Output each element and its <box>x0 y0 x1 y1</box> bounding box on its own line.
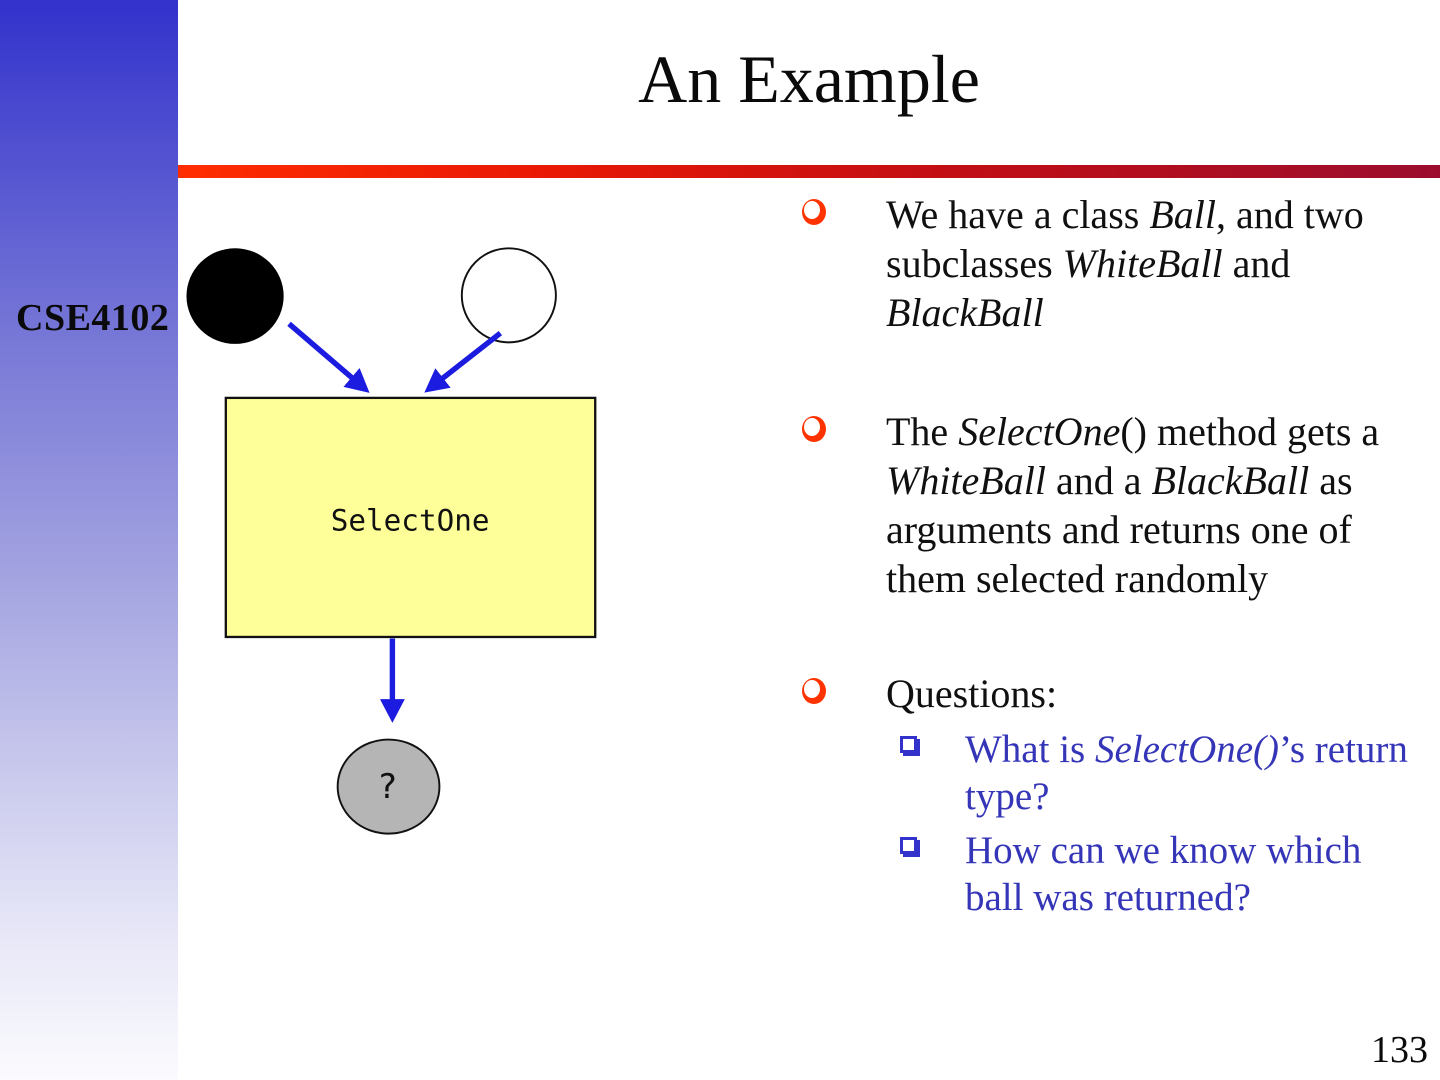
title-divider-bar <box>178 165 1440 178</box>
bullet-text: We have a class Ball, and two subclasses… <box>886 192 1364 335</box>
bullet-text: The SelectOne() method gets a WhiteBall … <box>886 409 1380 601</box>
sidebar-gradient-panel <box>0 0 178 1080</box>
ring-bullet-icon <box>802 416 826 442</box>
select-one-box-label: SelectOne <box>331 504 490 538</box>
slide-title: An Example <box>638 41 980 117</box>
page-number: 133 <box>1371 1029 1428 1071</box>
white-ball-shape <box>460 247 557 344</box>
bullet-item-selectone-method: The SelectOne() method gets a WhiteBall … <box>800 407 1440 603</box>
bullet-icon-col <box>800 190 886 225</box>
sub-bullet-text: What is SelectOne()’s return type? <box>965 728 1408 818</box>
sub-bullet-return-type: What is SelectOne()’s return type? <box>898 726 1440 820</box>
ring-bullet-icon <box>802 678 826 704</box>
result-ball-label: ? <box>379 768 397 807</box>
ring-bullet-icon <box>802 199 826 225</box>
square-bullet-icon <box>900 736 917 753</box>
bullet-item-class-ball: We have a class Ball, and two subclasses… <box>800 190 1440 337</box>
bullet-list: We have a class Ball, and two subclasses… <box>800 190 1440 921</box>
bullet-icon-col <box>800 669 886 704</box>
bullet-icon-col <box>800 407 886 442</box>
black-ball-shape <box>186 248 284 344</box>
select-one-box <box>224 396 597 639</box>
sub-bullet-which-ball: How can we know which ball was returned? <box>898 827 1440 921</box>
question-sub-list: What is SelectOne()’s return type? How c… <box>800 726 1440 921</box>
bullet-item-questions: Questions: <box>800 669 1440 718</box>
ball-selection-diagram: SelectOne ? <box>186 247 597 835</box>
course-code-label: CSE4102 <box>16 297 170 339</box>
arrow-white-to-box <box>424 330 503 393</box>
square-bullet-icon <box>900 837 917 854</box>
sub-bullet-icon-col <box>898 726 965 753</box>
result-ball-shape <box>336 738 441 835</box>
bullet-text: Questions: <box>886 671 1058 716</box>
sub-bullet-text: How can we know which ball was returned? <box>965 829 1362 919</box>
sub-bullet-icon-col <box>898 827 965 854</box>
arrow-black-to-box <box>287 321 370 393</box>
